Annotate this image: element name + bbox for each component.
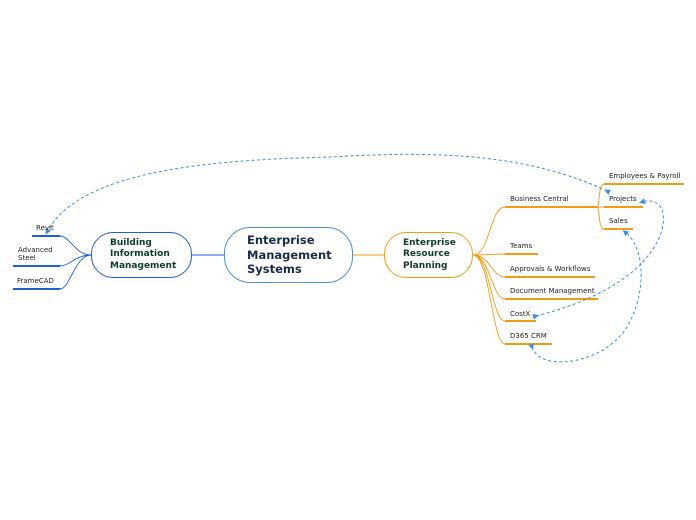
- leaf-business-central[interactable]: Business Central: [510, 195, 569, 203]
- connector-business-central: [472, 206, 506, 256]
- branch-enterprise-resource-planning[interactable]: Enterprise Resource Planning: [384, 232, 473, 278]
- leaf-d365-crm[interactable]: D365 CRM: [510, 332, 547, 340]
- connector-teams: [472, 253, 506, 256]
- central-topic[interactable]: Enterprise Management Systems: [224, 227, 353, 283]
- connector-advanced-steel: [59, 254, 92, 267]
- connector-sales: [596, 206, 605, 230]
- relationship-d365-sales: [528, 230, 642, 363]
- leaf-costx[interactable]: CostX: [510, 310, 531, 318]
- leaf-revit[interactable]: Revit: [36, 224, 54, 232]
- branch-building-information-management[interactable]: Building Information Management: [91, 232, 192, 278]
- relationship-projects-revit: [45, 153, 611, 235]
- leaf-approvals-workflows[interactable]: Approvals & Workflows: [510, 265, 591, 273]
- branch-erp-label: Enterprise Resource Planning: [403, 238, 456, 271]
- leaf-teams[interactable]: Teams: [510, 242, 533, 250]
- branch-bim-label: Building Information Management: [110, 238, 177, 271]
- connector-revit: [59, 235, 92, 256]
- connector-costx: [472, 254, 506, 322]
- leaf-framecad[interactable]: FrameCAD: [17, 277, 54, 285]
- connector-d365-crm: [472, 254, 506, 345]
- central-topic-label: Enterprise Management Systems: [247, 233, 332, 277]
- connector-framecad: [59, 254, 92, 290]
- leaf-employees-payroll[interactable]: Employees & Payroll: [609, 172, 681, 180]
- leaf-sales[interactable]: Sales: [609, 217, 628, 225]
- connector-employees-payroll: [596, 183, 605, 208]
- leaf-document-management[interactable]: Document Management: [510, 287, 595, 295]
- leaf-projects[interactable]: Projects: [609, 195, 637, 203]
- leaf-advanced-steel[interactable]: Advanced Steel: [18, 246, 53, 263]
